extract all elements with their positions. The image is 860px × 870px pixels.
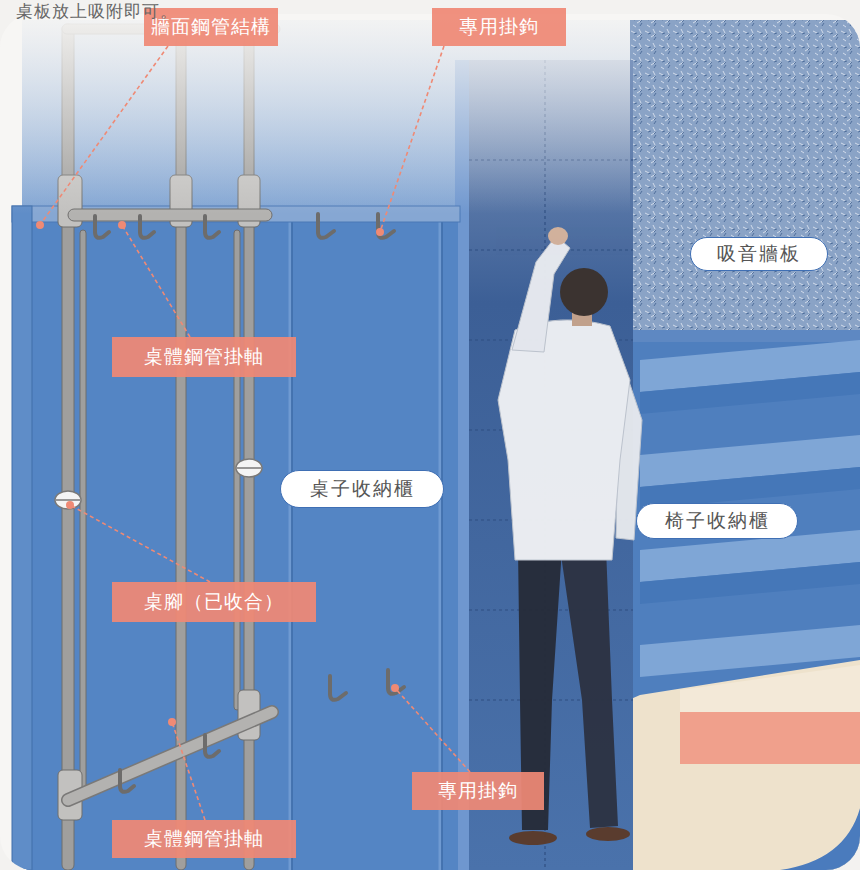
hook bbox=[120, 770, 134, 792]
table-hanging-rod-outline bbox=[68, 712, 272, 800]
leg-joint bbox=[55, 491, 81, 509]
panel-background bbox=[0, 14, 860, 870]
callout-tag: 桌腳（已收合） bbox=[112, 582, 316, 622]
hook bbox=[140, 216, 154, 238]
hook bbox=[95, 216, 109, 238]
callout-text: 桌體鋼管掛軸 bbox=[144, 826, 264, 852]
hook bbox=[330, 676, 346, 700]
shelf-front bbox=[640, 562, 860, 604]
person-head bbox=[560, 268, 608, 316]
shelf-front bbox=[640, 372, 860, 414]
person bbox=[498, 227, 642, 845]
person-shirt bbox=[498, 320, 630, 560]
leader-dot bbox=[168, 718, 176, 726]
callout-text: 椅子收納櫃 bbox=[665, 508, 770, 534]
callout-tag: 桌體鋼管掛軸 bbox=[112, 820, 296, 858]
person-leg bbox=[560, 548, 618, 828]
leader-dot bbox=[376, 228, 384, 236]
scene-group bbox=[0, 14, 860, 870]
label-pill: 桌子收納櫃 bbox=[280, 470, 444, 508]
person-shoe bbox=[509, 831, 557, 845]
label-pill: 椅子收納櫃 bbox=[636, 503, 798, 539]
step-front bbox=[680, 712, 860, 764]
cabinet-post bbox=[12, 206, 32, 870]
leg-joint-line bbox=[56, 499, 80, 501]
callout-tag: 專用掛鉤 bbox=[432, 8, 566, 46]
hook bbox=[205, 735, 219, 757]
acoustic-panel-trim bbox=[630, 330, 860, 342]
leader-line bbox=[395, 688, 470, 772]
caption-fragment: 桌板放上吸附即可。 bbox=[16, 0, 436, 23]
leader-line bbox=[122, 225, 190, 337]
hook bbox=[388, 670, 404, 694]
person-hand bbox=[548, 227, 568, 245]
callout-text: 桌子收納櫃 bbox=[310, 476, 415, 502]
chair-cabinet bbox=[630, 342, 860, 702]
callout-text: 專用掛鉤 bbox=[459, 14, 539, 40]
table-cabinet bbox=[22, 214, 458, 870]
leg-joint bbox=[236, 459, 262, 477]
panel-edge bbox=[780, 800, 860, 870]
step-top bbox=[680, 665, 860, 712]
callout-text: 桌腳（已收合） bbox=[144, 589, 284, 615]
label-pill: 吸音牆板 bbox=[690, 237, 828, 271]
leader-dot bbox=[66, 501, 74, 509]
callout-tag: 專用掛鉤 bbox=[412, 772, 544, 810]
callout-text: 專用掛鉤 bbox=[438, 778, 518, 804]
leader-line bbox=[40, 46, 168, 225]
person-shoe bbox=[586, 827, 630, 841]
leader-lines bbox=[40, 46, 470, 820]
leader-dot bbox=[118, 221, 126, 229]
leader-line bbox=[70, 505, 210, 582]
table-leg-tube bbox=[80, 230, 86, 790]
table-hanging-rod bbox=[68, 712, 272, 800]
leader-line bbox=[380, 46, 444, 232]
acoustic-panel bbox=[630, 20, 860, 338]
leg-joint-line bbox=[237, 467, 261, 469]
hook bbox=[205, 216, 219, 238]
callout-text: 吸音牆板 bbox=[717, 241, 801, 267]
leader-dot bbox=[36, 221, 44, 229]
hook bbox=[318, 214, 334, 238]
leader-line bbox=[172, 722, 205, 820]
callout-text: 桌體鋼管掛軸 bbox=[144, 344, 264, 370]
leader-dot bbox=[391, 684, 399, 692]
callout-tag: 桌體鋼管掛軸 bbox=[112, 337, 296, 377]
